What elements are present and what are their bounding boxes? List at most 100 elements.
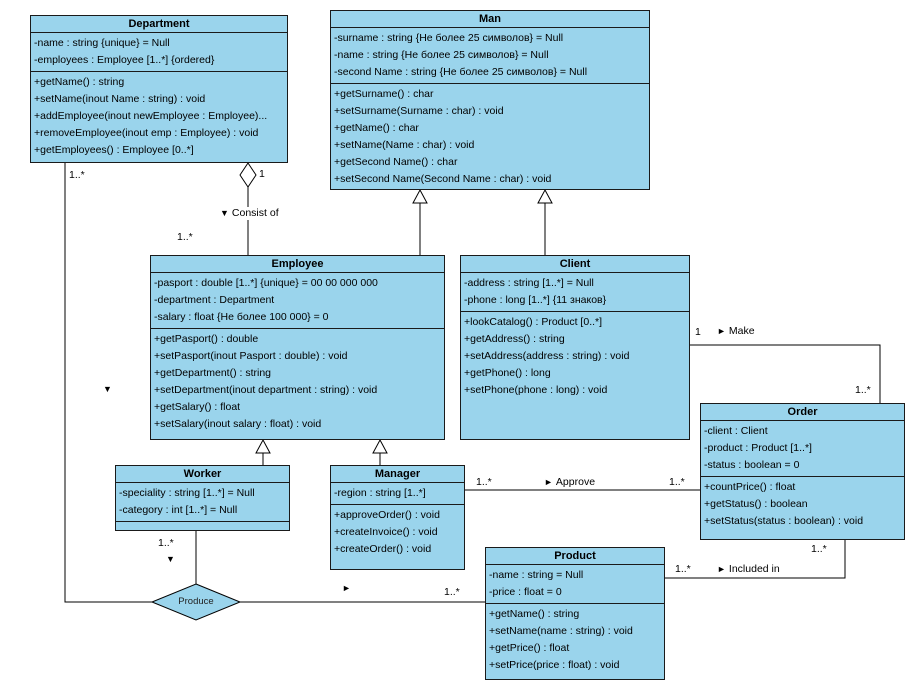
included-in-label: ►Included in: [716, 563, 781, 576]
method: +setSurname(Surname : char) : void: [334, 105, 504, 117]
attribute: -phone : long [1..*] {11 знаков}: [464, 294, 607, 306]
class-title: Employee: [151, 256, 444, 273]
method: +getPhone() : long: [464, 367, 551, 379]
attribute: -pasport : double [1..*] {unique} = 00 0…: [154, 277, 378, 289]
attribute: -speciality : string [1..*] = Null: [119, 487, 255, 499]
attribute: -department : Department: [154, 294, 275, 306]
multiplicity: 1..*: [674, 563, 692, 576]
association-product-order-included-in: [665, 540, 846, 579]
attributes-compartment: -pasport : double [1..*] {unique} = 00 0…: [151, 273, 444, 329]
association-name: Approve: [555, 476, 596, 488]
multiplicity: 1..*: [68, 169, 86, 182]
association-name: Included in: [728, 563, 780, 575]
method: +setStatus(status : boolean) : void: [704, 515, 864, 527]
method: +createOrder() : void: [334, 543, 432, 555]
method: +setPasport(inout Pasport : double) : vo…: [154, 350, 348, 362]
method: +getName() : string: [489, 608, 580, 620]
attributes-compartment: -client : Client -product : Product [1..…: [701, 421, 904, 477]
class-worker[interactable]: Worker -speciality : string [1..*] = Nul…: [115, 465, 290, 531]
class-title: Product: [486, 548, 664, 565]
generalization-client-man: [537, 188, 553, 255]
method: +setSalary(inout salary : float) : void: [154, 418, 322, 430]
method: +setPrice(price : float) : void: [489, 659, 620, 671]
multiplicity: 1..*: [157, 537, 175, 550]
make-label: ►Make: [716, 325, 756, 338]
class-title: Man: [331, 11, 649, 28]
attribute: -client : Client: [704, 425, 768, 437]
methods-compartment: +getName() : string +setName(name : stri…: [486, 604, 664, 679]
class-client[interactable]: Client -address : string [1..*] = Null -…: [460, 255, 690, 440]
method: +setName(inout Name : string) : void: [34, 93, 206, 105]
consist-of-label: ▼Consist of: [219, 207, 280, 220]
method: +getPasport() : double: [154, 333, 259, 345]
attribute: -status : boolean = 0: [704, 459, 800, 471]
method: +getEmployees() : Employee [0..*]: [34, 144, 194, 156]
method: +setSecond Name(Second Name : char) : vo…: [334, 173, 552, 185]
right-arrow-icon: ►: [717, 564, 726, 574]
attributes-compartment: -name : string = Null -price : float = 0: [486, 565, 664, 604]
attribute: -name : string {Не более 25 символов} = …: [334, 49, 549, 61]
method: +countPrice() : float: [704, 481, 796, 493]
methods-compartment: +getName() : string +setName(inout Name …: [31, 72, 287, 162]
right-arrow-icon: ►: [717, 326, 726, 336]
attribute: -salary : float {Не более 100 000} = 0: [154, 311, 329, 323]
class-title: Worker: [116, 466, 289, 483]
class-manager[interactable]: Manager -region : string [1..*] +approve…: [330, 465, 465, 570]
down-arrow-icon: ▼: [166, 554, 175, 564]
attribute: -region : string [1..*]: [334, 487, 426, 499]
multiplicity: 1..*: [810, 543, 828, 556]
generalization-manager-employee: [372, 438, 388, 465]
method: +setPhone(phone : long) : void: [464, 384, 608, 396]
method: +getSurname() : char: [334, 88, 434, 100]
methods-compartment: [116, 522, 289, 530]
method: +getSecond Name() : char: [334, 156, 458, 168]
methods-compartment: +countPrice() : float +getStatus() : boo…: [701, 477, 904, 539]
down-arrow-icon: ▼: [220, 208, 229, 218]
right-arrow-icon: ►: [544, 477, 553, 487]
methods-compartment: +lookCatalog() : Product [0..*] +getAddr…: [461, 312, 689, 439]
class-title: Client: [461, 256, 689, 273]
method: +getSalary() : float: [154, 401, 241, 413]
attributes-compartment: -address : string [1..*] = Null -phone :…: [461, 273, 689, 312]
class-title: Order: [701, 404, 904, 421]
nary-association-produce: [64, 163, 485, 621]
method: +getName() : string: [34, 76, 125, 88]
multiplicity: 1..*: [854, 384, 872, 397]
class-man[interactable]: Man -surname : string {Не более 25 симво…: [330, 10, 650, 190]
attributes-compartment: -surname : string {Не более 25 символов}…: [331, 28, 649, 84]
method: +removeEmployee(inout emp : Employee) : …: [34, 127, 259, 139]
method: +setAddress(address : string) : void: [464, 350, 630, 362]
attribute: -product : Product [1..*]: [704, 442, 812, 454]
class-order[interactable]: Order -client : Client -product : Produc…: [700, 403, 905, 540]
generalization-employee-man: [412, 188, 428, 255]
attribute: -name : string = Null: [489, 569, 584, 581]
method: +lookCatalog() : Product [0..*]: [464, 316, 603, 328]
method: +setDepartment(inout department : string…: [154, 384, 378, 396]
class-title: Manager: [331, 466, 464, 483]
attributes-compartment: -region : string [1..*]: [331, 483, 464, 505]
method: +getAddress() : string: [464, 333, 565, 345]
multiplicity: 1: [694, 326, 702, 339]
method: +getName() : char: [334, 122, 419, 134]
attribute: -price : float = 0: [489, 586, 562, 598]
method: +approveOrder() : void: [334, 509, 440, 521]
class-product[interactable]: Product -name : string = Null -price : f…: [485, 547, 665, 680]
approve-label: ►Approve: [543, 476, 597, 489]
methods-compartment: +getSurname() : char +setSurname(Surname…: [331, 84, 649, 189]
method: +getDepartment() : string: [154, 367, 272, 379]
class-employee[interactable]: Employee -pasport : double [1..*] {uniqu…: [150, 255, 445, 440]
class-department[interactable]: Department -name : string {unique} = Nul…: [30, 15, 288, 163]
produce-diamond-label[interactable]: Produce: [178, 596, 214, 607]
association-client-order-make: [690, 344, 881, 403]
multiplicity: 1..*: [443, 586, 461, 599]
attribute: -name : string {unique} = Null: [34, 37, 170, 49]
right-arrow-icon: ►: [342, 583, 351, 593]
multiplicity: 1..*: [475, 476, 493, 489]
attribute: -address : string [1..*] = Null: [464, 277, 594, 289]
attribute: -second Name : string {Не более 25 симво…: [334, 66, 588, 78]
attribute: -category : int [1..*] = Null: [119, 504, 238, 516]
methods-compartment: +approveOrder() : void +createInvoice() …: [331, 505, 464, 569]
method: +getStatus() : boolean: [704, 498, 808, 510]
attribute: -employees : Employee [1..*] {ordered}: [34, 54, 215, 66]
